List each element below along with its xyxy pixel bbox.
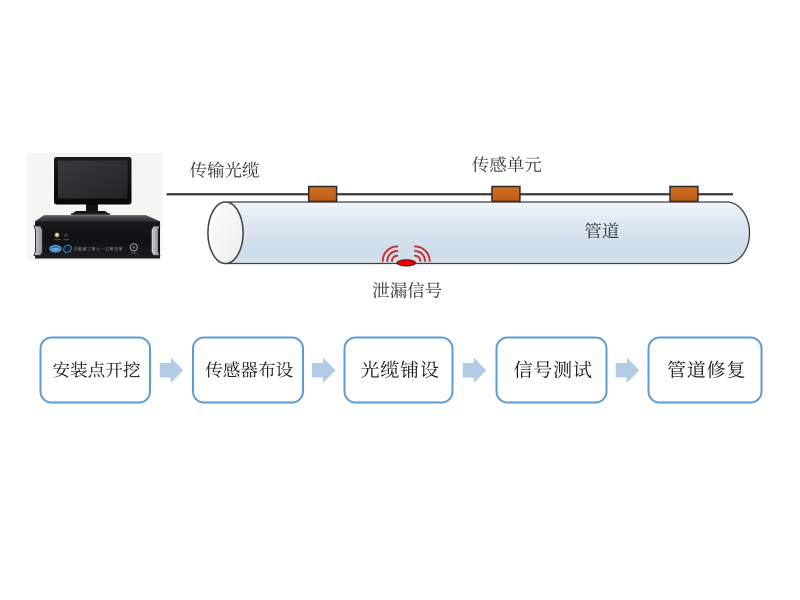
svg-text:CSIC: CSIC <box>52 247 60 251</box>
